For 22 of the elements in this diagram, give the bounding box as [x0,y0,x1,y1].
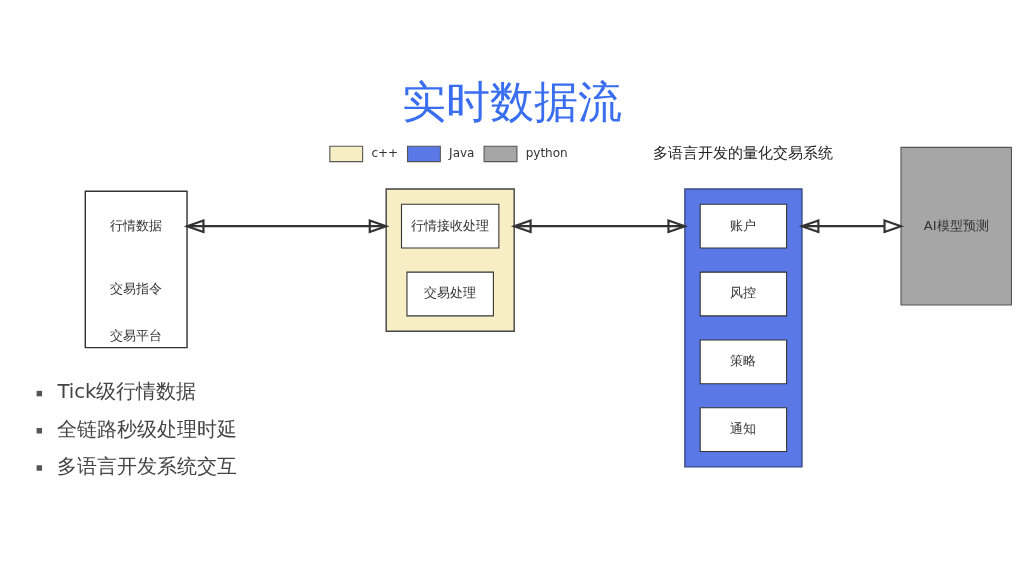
label: 多语言开发系统交互 [57,454,238,478]
arrow [510,218,689,234]
cluster [385,188,515,332]
arrow [183,218,390,234]
label: Tick级行情数据 [57,380,197,404]
node-box: 账户 [699,203,788,249]
node-text: 交易指令 [110,281,163,297]
legend-label: python [525,146,568,161]
node-box: 风控 [699,271,788,317]
arrow [798,218,905,234]
legend-label: c++ [371,146,399,161]
node-box: 交易处理 [406,271,494,317]
node-box: 通知 [699,407,788,453]
label: 全链路秒级处理时延 [57,417,238,441]
node-box: 行情接收处理 [400,203,500,249]
node-box: 策略 [699,339,788,385]
cluster [684,188,803,468]
node-box: AI模型预测 [900,146,1013,306]
legend-label: Java [449,146,475,161]
node-text: 行情数据 [110,217,163,233]
caption: 多语言开发的量化交易系统 [653,144,834,163]
diagram-title: 实时数据流 [402,75,622,127]
